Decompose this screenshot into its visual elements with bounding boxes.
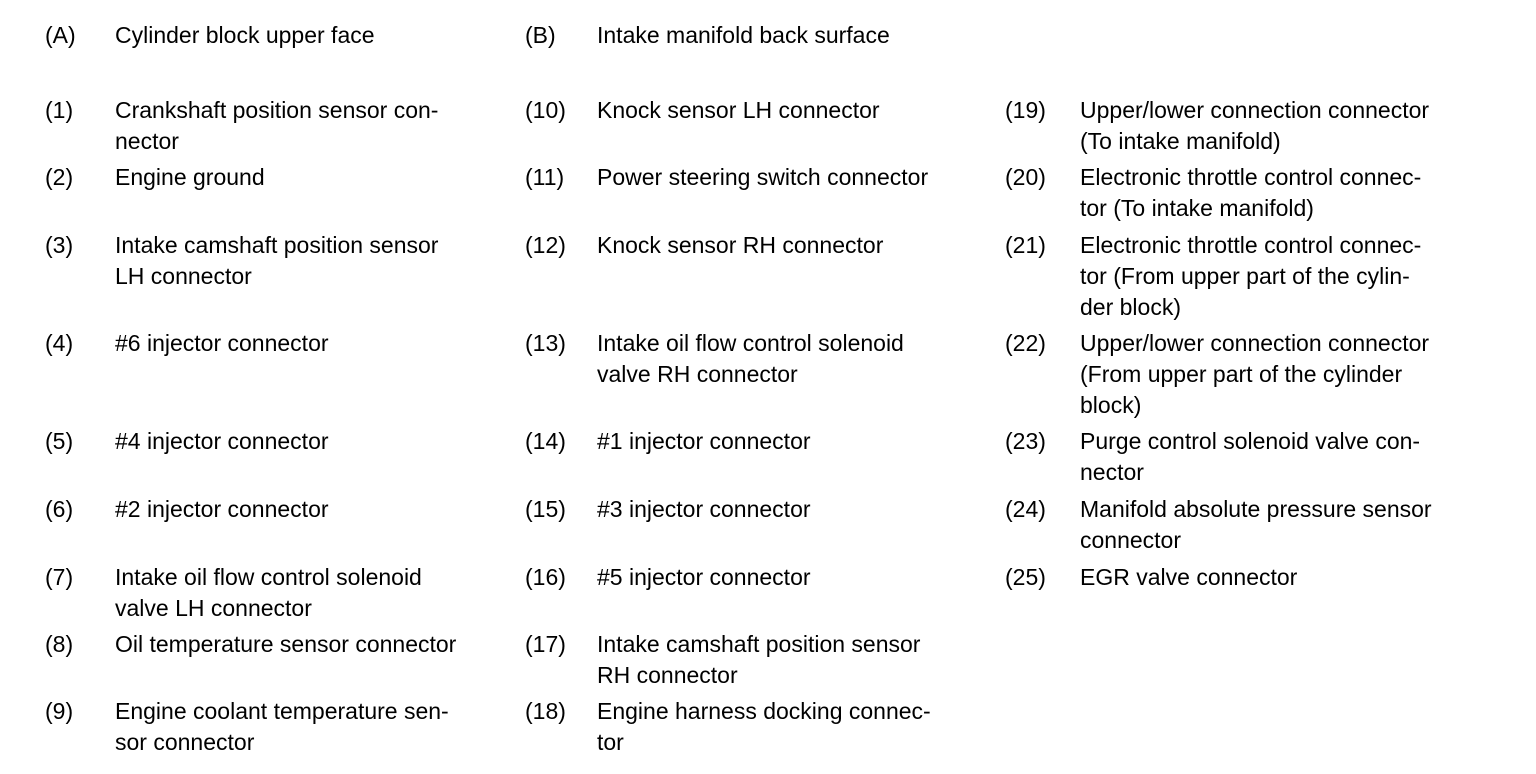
legend-item-a: (A) Cylinder block upper face [45, 20, 375, 51]
legend-item-22: (22) Upper/lower connection connector (F… [1005, 328, 1429, 421]
item-number: (9) [45, 698, 74, 724]
item-label: #6 injector connector [115, 330, 329, 356]
item-label: Cylinder block upper face [115, 22, 375, 48]
item-label: #1 injector connector [597, 428, 811, 454]
item-number: (6) [45, 496, 74, 522]
item-number: (A) [45, 22, 76, 48]
legend-item-2: (2) Engine ground [45, 162, 265, 193]
legend-item-4: (4) #6 injector connector [45, 328, 329, 359]
item-number: (21) [1005, 232, 1046, 258]
item-number: (24) [1005, 496, 1046, 522]
item-label: Purge control solenoid valve con- nector [1080, 428, 1421, 485]
item-number: (B) [525, 22, 556, 48]
item-label: Engine ground [115, 164, 265, 190]
legend-item-20: (20) Electronic throttle control connec-… [1005, 162, 1421, 224]
legend-item-8: (8) Oil temperature sensor connector [45, 629, 456, 660]
item-label: Intake oil flow control solenoid valve R… [597, 330, 904, 387]
item-number: (13) [525, 330, 566, 356]
item-number: (3) [45, 232, 74, 258]
legend-item-6: (6) #2 injector connector [45, 494, 329, 525]
item-label: Power steering switch connector [597, 164, 929, 190]
item-number: (11) [525, 164, 565, 190]
item-label: Crankshaft position sensor con- nector [115, 97, 439, 154]
item-number: (18) [525, 698, 566, 724]
item-label: Upper/lower connection connector (From u… [1080, 330, 1430, 418]
item-number: (4) [45, 330, 74, 356]
item-number: (2) [45, 164, 74, 190]
item-number: (17) [525, 631, 566, 657]
item-number: (10) [525, 97, 566, 123]
item-label: Electronic throttle control connec- tor … [1080, 232, 1422, 320]
item-label: #4 injector connector [115, 428, 329, 454]
item-label: Oil temperature sensor connector [115, 631, 457, 657]
item-number: (22) [1005, 330, 1046, 356]
item-label: #5 injector connector [597, 564, 811, 590]
item-label: Engine coolant temperature sen- sor conn… [115, 698, 449, 755]
item-label: #2 injector connector [115, 496, 329, 522]
legend-item-25: (25) EGR valve connector [1005, 562, 1297, 593]
item-label: Intake manifold back surface [597, 22, 890, 48]
item-number: (7) [45, 564, 74, 590]
item-label: Knock sensor LH connector [597, 97, 880, 123]
item-label: Electronic throttle control connec- tor … [1080, 164, 1422, 221]
item-number: (5) [45, 428, 74, 454]
item-number: (12) [525, 232, 566, 258]
legend-item-10: (10) Knock sensor LH connector [525, 95, 880, 126]
legend-item-18: (18) Engine harness docking connec- tor [525, 696, 931, 758]
item-label: EGR valve connector [1080, 564, 1298, 590]
legend-item-16: (16) #5 injector connector [525, 562, 811, 593]
legend-item-7: (7) Intake oil flow control solenoid val… [45, 562, 422, 624]
legend-item-1: (1) Crankshaft position sensor con- nect… [45, 95, 438, 157]
item-number: (1) [45, 97, 74, 123]
legend-item-24: (24) Manifold absolute pressure sensor c… [1005, 494, 1432, 556]
item-label: Intake oil flow control solenoid valve L… [115, 564, 422, 621]
legend-item-b: (B) Intake manifold back surface [525, 20, 890, 51]
legend-item-11: (11) Power steering switch connector [525, 162, 928, 193]
item-number: (25) [1005, 564, 1046, 590]
item-label: Knock sensor RH connector [597, 232, 884, 258]
legend-item-15: (15) #3 injector connector [525, 494, 811, 525]
item-number: (23) [1005, 428, 1046, 454]
legend-item-21: (21) Electronic throttle control connec-… [1005, 230, 1421, 323]
item-label: Intake camshaft position sensor LH conne… [115, 232, 439, 289]
legend-item-5: (5) #4 injector connector [45, 426, 329, 457]
legend-item-13: (13) Intake oil flow control solenoid va… [525, 328, 904, 390]
legend-item-3: (3) Intake camshaft position sensor LH c… [45, 230, 438, 292]
item-label: Manifold absolute pressure sensor connec… [1080, 496, 1432, 553]
legend-item-14: (14) #1 injector connector [525, 426, 811, 457]
item-number: (14) [525, 428, 566, 454]
item-label: Intake camshaft position sensor RH conne… [597, 631, 921, 688]
item-number: (20) [1005, 164, 1046, 190]
legend-item-17: (17) Intake camshaft position sensor RH … [525, 629, 920, 691]
legend-item-9: (9) Engine coolant temperature sen- sor … [45, 696, 449, 758]
item-number: (16) [525, 564, 566, 590]
item-number: (15) [525, 496, 566, 522]
item-number: (19) [1005, 97, 1046, 123]
item-label: #3 injector connector [597, 496, 811, 522]
item-number: (8) [45, 631, 74, 657]
item-label: Upper/lower connection connector (To int… [1080, 97, 1430, 154]
legend-item-12: (12) Knock sensor RH connector [525, 230, 883, 261]
item-label: Engine harness docking connec- tor [597, 698, 931, 755]
legend-item-19: (19) Upper/lower connection connector (T… [1005, 95, 1429, 157]
legend-item-23: (23) Purge control solenoid valve con- n… [1005, 426, 1420, 488]
